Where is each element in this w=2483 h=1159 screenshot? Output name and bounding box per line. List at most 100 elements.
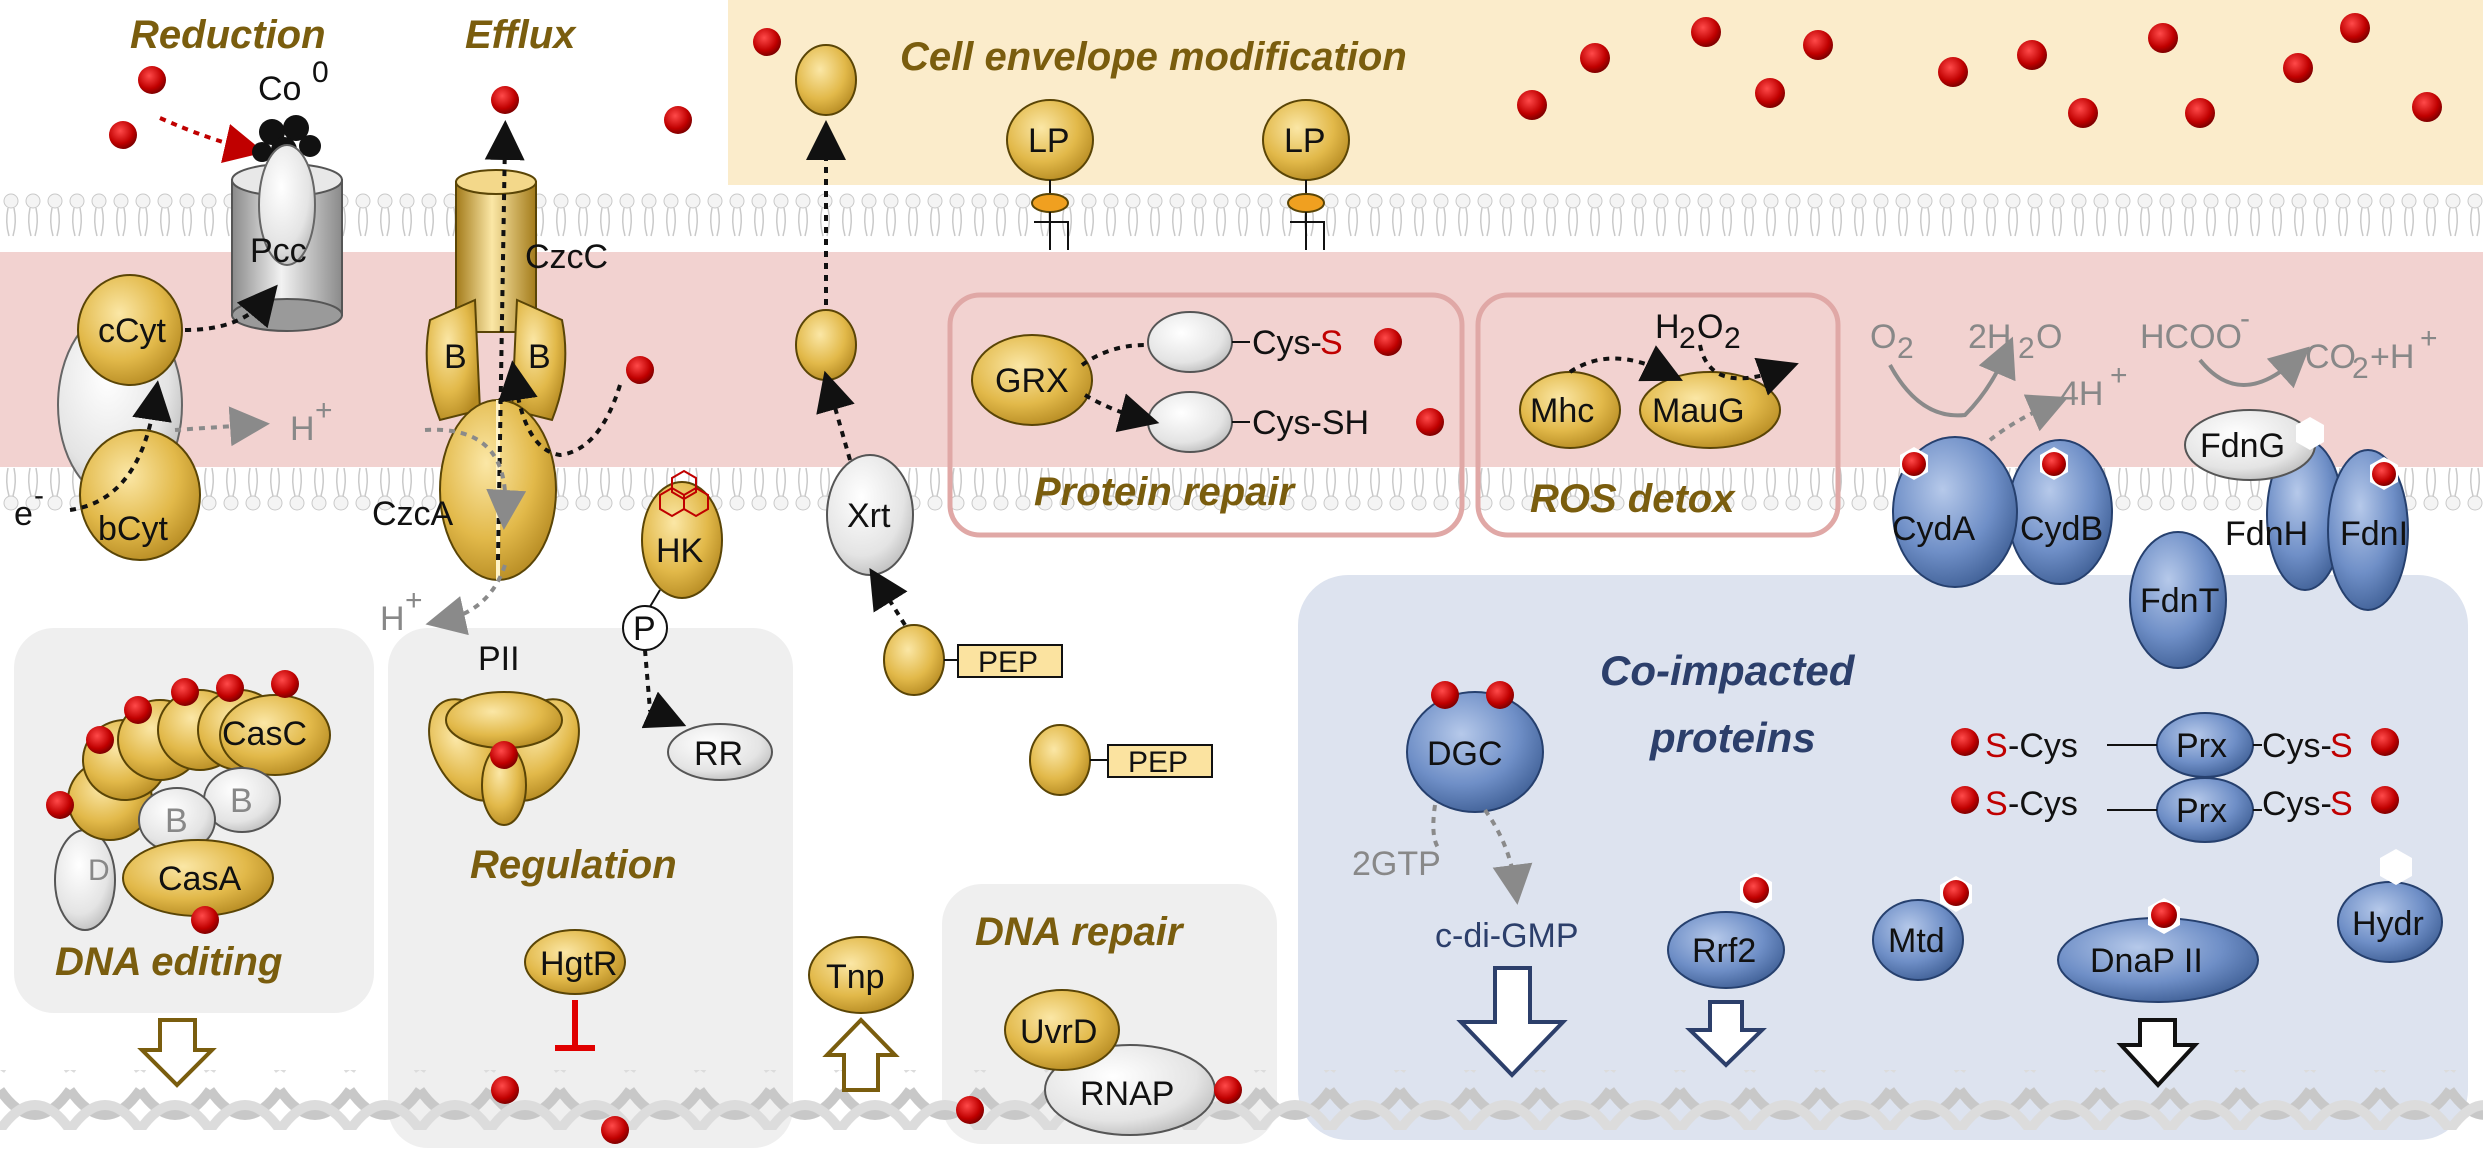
cydb-label: CydB [2020, 510, 2103, 548]
h2o2-h: H [1655, 308, 1680, 346]
prx-cys-1: -Cys [2008, 727, 2078, 765]
two-component-system: HK P RR [622, 469, 773, 781]
co2-sub: 2 [2352, 352, 2369, 385]
cobalt-ion [1486, 681, 1514, 709]
hydr-label: Hydr [2352, 905, 2424, 943]
section-title-cell-envelope: Cell envelope modification [900, 35, 1407, 79]
cas-b2-label: B [230, 782, 253, 820]
cas-b1-label: B [165, 802, 188, 840]
fdng-label: FdnG [2200, 427, 2285, 465]
cobalt-ion [2042, 452, 2066, 476]
phospho-transfer-arrow [641, 649, 687, 729]
rrf2-protein [1667, 911, 1785, 989]
grx-label: GRX [995, 362, 1069, 400]
hgtr-protein [524, 929, 626, 995]
protein-repair-module: GRX Cys- S Cys-SH [971, 311, 1444, 453]
cobalt-ion [271, 670, 299, 698]
rrf2-label: Rrf2 [1692, 932, 1756, 970]
cys-s-label: Cys- [1252, 324, 1322, 362]
co2-label: CO [2305, 338, 2356, 376]
phosphate-label: P [633, 610, 656, 648]
tnp-protein [808, 936, 914, 1014]
efflux-module: CzcC B B CzcA H + [372, 86, 692, 638]
lipoprotein-2: LP [1262, 99, 1350, 250]
co2-sup: + [2420, 322, 2438, 355]
heme-icon [659, 469, 709, 518]
hydr-protein [2337, 881, 2443, 963]
section-title-protein-repair: Protein repair [1034, 470, 1297, 514]
hcoo-sup: - [2240, 302, 2250, 335]
grx-protein [971, 334, 1093, 426]
cobalt-ion [2283, 53, 2313, 83]
co2-h: +H [2370, 338, 2414, 376]
prx-cys-3: -Cys [2008, 785, 2078, 823]
pep1-label: PEP [978, 646, 1038, 679]
hk-label: HK [656, 532, 704, 570]
h2o-sub: 2 [2018, 332, 2035, 365]
cobalt-ion [2372, 462, 2396, 486]
czcb-left-label: B [444, 338, 467, 376]
membrane-core [0, 252, 2483, 467]
cobalt-ion [2068, 98, 2098, 128]
prx-cys-4: Cys- [2262, 785, 2332, 823]
fdni-protein [2327, 449, 2409, 611]
cobalt-ion [2151, 902, 2177, 928]
co0-superscript: 0 [312, 56, 329, 89]
cobalt-ion [2185, 98, 2215, 128]
xrt-label: Xrt [847, 497, 891, 535]
proton-arrow-1 [174, 406, 270, 447]
rr-label: RR [694, 735, 743, 773]
fdni-label: FdnI [2340, 515, 2408, 553]
cas-d-label: D [88, 854, 110, 887]
rnap-label: RNAP [1080, 1075, 1174, 1113]
section-title-dna-editing: DNA editing [55, 940, 282, 984]
prx-s-red-4: S [2330, 785, 2353, 823]
cobalt-ion [626, 356, 654, 384]
ccyt-label: cCyt [98, 312, 167, 350]
section-title-reduction: Reduction [130, 13, 326, 57]
cobalt-ion [1803, 30, 1833, 60]
hgtr-module: HgtR [491, 929, 629, 1144]
cobalt-ion [1951, 786, 1979, 814]
prx1-label: Prx [2176, 727, 2227, 765]
ros-detox-box [1475, 292, 1841, 538]
rr-protein [667, 723, 773, 781]
dna-repair-module: RNAP UvrD [956, 989, 1242, 1136]
cobalt-ion [138, 66, 166, 94]
cobalt-ion [2371, 728, 2399, 756]
cobalt-ion [491, 86, 519, 114]
up-arrow-icon [822, 1017, 900, 1092]
czcb-left [425, 298, 482, 422]
cobalt-ion [1580, 43, 1610, 73]
cobalt-ion [1902, 452, 1926, 476]
cobalt-ion [664, 106, 692, 134]
pii-module: PII [428, 640, 580, 826]
prx-s-red-1: S [1985, 727, 2008, 765]
co0-label: Co [258, 70, 301, 108]
cobalt-ion [2371, 786, 2399, 814]
down-arrow-icon [1685, 1000, 1767, 1068]
down-arrow-icon [2116, 1018, 2200, 1088]
cobalt-ion [1743, 877, 1769, 903]
maug-protein [1639, 371, 1781, 449]
cobalt-ion [171, 678, 199, 706]
fdn-module: HCOO - CO 2 +H + FdnT FdnG FdnH FdnI [2129, 302, 2438, 669]
cobalt-ion [2017, 40, 2047, 70]
bcyt-label: bCyt [98, 510, 168, 548]
down-arrow-icon [137, 1018, 217, 1088]
cobalt-ion [2412, 92, 2442, 122]
cobalt-ion [216, 674, 244, 702]
ccyt-protein [77, 274, 183, 386]
fdnt-protein [2129, 531, 2227, 669]
casa-label: CasA [158, 860, 241, 898]
prx-cys-2: Cys- [2262, 727, 2332, 765]
mtd-label: Mtd [1888, 922, 1945, 960]
pii-label: PII [478, 640, 520, 678]
cyd-oxidase-module: O 2 2H 2 O 4H + CydA CydB [1870, 318, 2128, 588]
h4-label: 4H [2060, 375, 2103, 413]
proton-exit-arrow [425, 564, 507, 636]
bcyt-protein [79, 429, 201, 561]
h2o2-sub1: 2 [1679, 322, 1696, 355]
proton-label-2: H [380, 600, 405, 638]
